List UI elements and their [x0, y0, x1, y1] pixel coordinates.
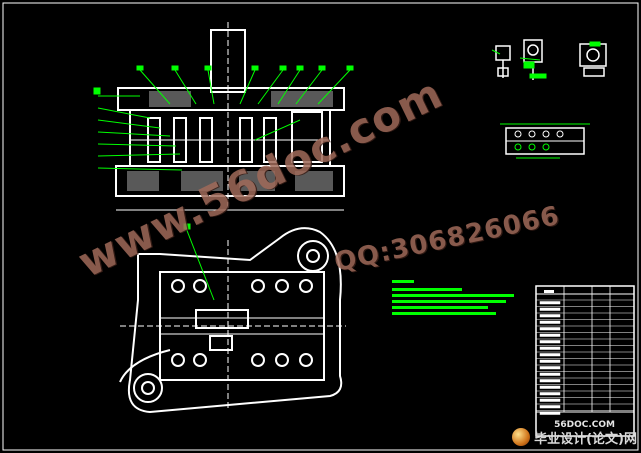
footer-logo: 毕业设计(论文)网	[512, 424, 637, 450]
plan-view-annotations	[183, 223, 215, 301]
detail-views	[495, 39, 607, 80]
bom-cell-text	[539, 405, 561, 409]
bom-cell-text	[539, 398, 561, 402]
bom-cell-text	[539, 301, 561, 305]
detail-view-annotations	[491, 41, 601, 79]
title-block	[535, 285, 635, 437]
bom-cell-text	[539, 314, 561, 318]
section-view-annotations	[93, 65, 354, 171]
bom-cell-text	[539, 327, 561, 331]
bom-cell-text	[539, 346, 561, 350]
strip-layout	[500, 123, 590, 159]
technical-notes	[392, 280, 514, 315]
globe-icon	[512, 428, 531, 446]
bom-cell-text	[539, 359, 561, 363]
bom-cell-text	[539, 353, 561, 357]
footer-site: 56DOC.COM	[554, 420, 615, 430]
bom-cell-text	[539, 385, 561, 389]
bom-cell-text	[539, 366, 561, 370]
bom-cell-text	[539, 372, 561, 376]
bom-cell-text	[539, 340, 561, 344]
plan-view	[119, 227, 346, 414]
section-view	[115, 22, 345, 211]
footer-brand: 毕业设计(论文)网	[534, 431, 637, 447]
bom-cell-text	[539, 392, 561, 396]
bom-cell-text	[539, 333, 561, 337]
bom-cell-text	[539, 379, 561, 383]
bom-cell-text	[539, 320, 561, 324]
bom-cell-text	[539, 307, 561, 311]
